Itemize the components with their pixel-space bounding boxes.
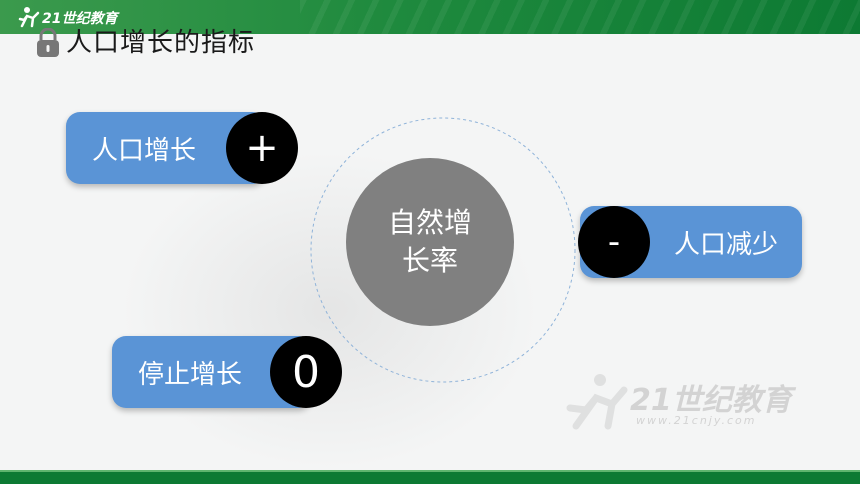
center-line-1: 自然增 (387, 206, 472, 239)
minus-badge: - (578, 206, 650, 278)
logo-runner-icon (18, 7, 40, 28)
page-title: 人口增长的指标 (66, 28, 256, 58)
stop-label: 停止增长 (138, 359, 243, 390)
watermark-url: www.21cnjy.com (636, 414, 757, 427)
growth-label: 人口增长 (92, 135, 197, 166)
logo-text: 21世纪教育 (42, 10, 120, 27)
header-stripes (300, 0, 860, 34)
footer-line (0, 470, 860, 472)
decrease-label: 人口减少 (673, 229, 778, 260)
dashed-ring (310, 117, 576, 383)
header-bar (0, 0, 860, 34)
center-circle: 自然增 长率 (346, 158, 514, 326)
logo: 21世纪教育 (18, 7, 120, 28)
footer-bar (0, 472, 860, 484)
watermark-runner-icon (566, 374, 628, 430)
lock-icon (37, 28, 59, 57)
plus-badge: + (226, 112, 298, 184)
watermark-brand: 21世纪教育 (630, 383, 792, 418)
zero-badge: 0 (270, 336, 342, 408)
center-line-2: 长率 (401, 244, 458, 277)
